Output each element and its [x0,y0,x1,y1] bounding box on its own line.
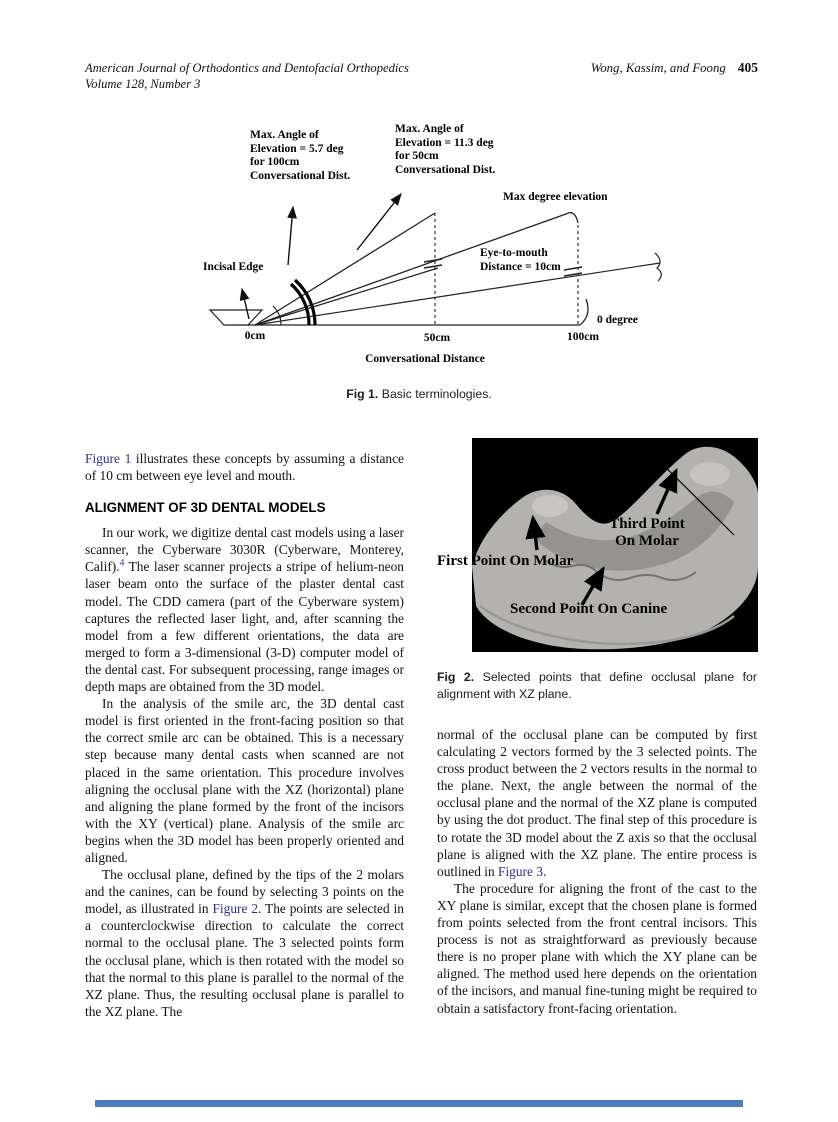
figure-3-link[interactable]: Figure 3 [498,863,544,879]
right-column: normal of the occlusal plane can be comp… [437,726,757,1017]
text-run: In our work, we digitize dental cast mod… [85,525,404,575]
reference-4-link[interactable]: 4 [119,558,125,569]
fig1-tick-100cm: 100cm [567,331,599,343]
text-run: normal of the occlusal plane can be comp… [437,727,757,879]
figure-1-link[interactable]: Figure 1 [85,451,132,466]
figure1-caption: Fig 1. Basic terminologies. [0,387,838,401]
fig1-tick-0cm: 0cm [244,330,266,342]
paragraph: normal of the occlusal plane can be comp… [437,726,757,880]
paragraph: In the analysis of the smile arc, the 3D… [85,695,404,866]
text-run: The laser scanner projects a stripe of h… [85,559,404,695]
fig1-xaxis-label: Conversational Distance [365,353,485,365]
left-column: Figure 1 illustrates these concepts by a… [85,450,404,1020]
fig1-label-angle-100cm: Max. Angle of Elevation = 5.7 deg for 10… [250,129,351,182]
authors: Wong, Kassim, and Foong [590,61,726,75]
figure1-caption-label: Fig 1. [346,387,379,401]
authors-header: Wong, Kassim, and Foong 405 [591,60,758,76]
figure1-caption-text: Basic terminologies. [378,387,492,401]
text-run: illustrates these concepts by assuming a… [85,451,404,484]
fig1-label-max-degree: Max degree elevation [503,191,608,203]
figure2-caption: Fig 2. Selected points that define occlu… [437,669,757,703]
figure2-caption-label: Fig 2. [437,670,475,684]
fig2-label-second-point: Second Point On Canine [510,601,668,617]
paragraph-intro: Figure 1 illustrates these concepts by a… [85,450,404,484]
figure2-rendering [472,438,758,652]
figure1-diagram: Max. Angle of Elevation = 5.7 deg for 10… [170,113,680,385]
figure1-linework [208,192,662,326]
figure2-caption-text: Selected points that define occlusal pla… [437,670,757,701]
text-run: The procedure for aligning the front of … [437,880,757,1016]
text-run: . The points are selected in a countercl… [85,901,404,1019]
section-heading: ALIGNMENT OF 3D DENTAL MODELS [85,500,326,516]
text-run: . [543,863,547,879]
footer-bar [95,1100,743,1107]
fig2-label-first-point: First Point On Molar [437,553,574,569]
fig2-label-third-point: Third Point On Molar [609,516,685,549]
fig1-tick-50cm: 50cm [423,332,451,344]
fig1-label-incisal-edge: Incisal Edge [203,261,264,273]
figure-2-link[interactable]: Figure 2 [212,901,259,917]
text-run: In the analysis of the smile arc, the 3D… [85,696,404,865]
journal-title: American Journal of Orthodontics and Den… [85,61,409,75]
journal-header: American Journal of Orthodontics and Den… [85,60,409,92]
paragraph: In our work, we digitize dental cast mod… [85,524,404,695]
paragraph: The procedure for aligning the front of … [437,880,757,1017]
figure2-image: First Point On Molar Third Point On Mola… [437,438,758,652]
journal-volume: Volume 128, Number 3 [85,77,201,91]
paragraph: The occlusal plane, defined by the tips … [85,866,404,1020]
page-number: 405 [737,60,758,75]
text-run: The occlusal plane, defined by the tips … [85,867,404,917]
fig1-label-eye-to-mouth: Eye-to-mouth Distance = 10cm [480,247,561,273]
fig1-label-angle-50cm: Max. Angle of Elevation = 11.3 deg for 5… [395,123,496,176]
fig1-label-zero-degree: 0 degree [597,314,638,326]
